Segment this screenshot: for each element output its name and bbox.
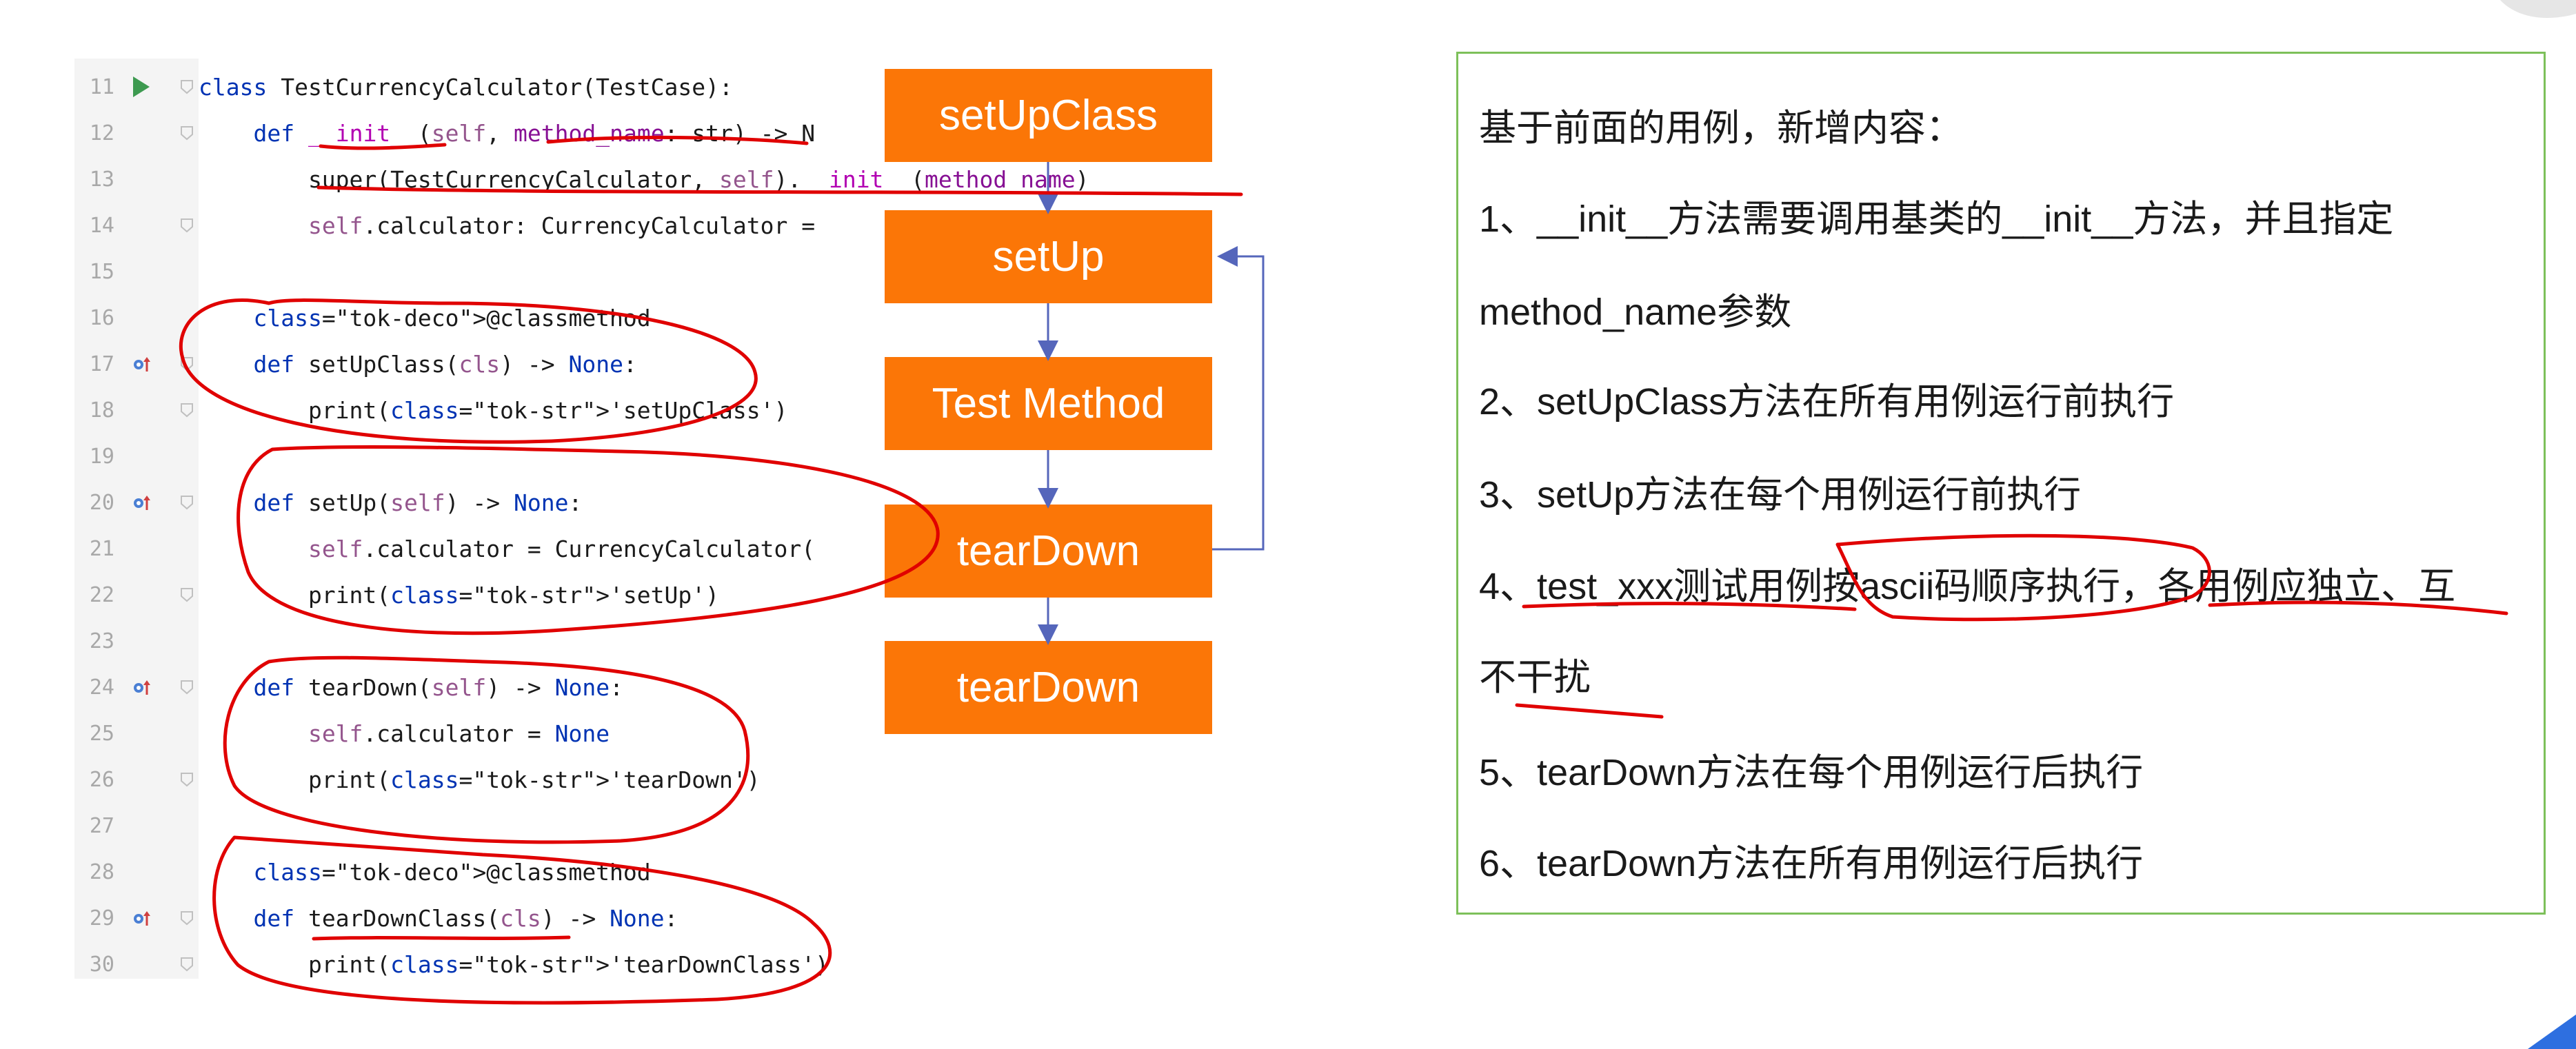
note-heading: 基于前面的用例，新增内容： — [1479, 108, 1963, 149]
line-number: 18 — [89, 398, 114, 422]
code-text: def setUpClass(cls) -> None: — [253, 351, 637, 378]
line-number: 21 — [89, 537, 114, 561]
note-item-1-continued: method_name参数 — [1479, 292, 1792, 333]
code-text: super(TestCurrencyCalculator, self).__in… — [199, 166, 1089, 193]
line-number: 15 — [89, 260, 114, 284]
note-item-1: 1、__init__方法需要调用基类的__init__方法，并且指定 — [1479, 198, 2394, 240]
flow-loop-arrow — [1212, 246, 1265, 551]
fold-marker-icon[interactable] — [179, 79, 194, 94]
code-text: self.calculator = None — [308, 720, 610, 747]
note-item-2: 2、setUpClass方法在所有用例运行前执行 — [1479, 381, 2175, 422]
line-number: 30 — [89, 953, 114, 977]
line-number: 29 — [89, 906, 114, 930]
run-gutter-icon[interactable] — [133, 77, 150, 97]
line-number: 24 — [89, 675, 114, 700]
code-line: 19 — [74, 434, 888, 480]
line-number: 13 — [89, 167, 114, 192]
fold-marker-icon[interactable] — [179, 587, 194, 602]
fold-marker-icon[interactable] — [179, 957, 194, 972]
line-number: 20 — [89, 491, 114, 515]
code-line: 12 def __init__(self, method_name: str) … — [74, 110, 888, 156]
note-item-3: 3、setUp方法在每个用例运行前执行 — [1479, 474, 2082, 516]
code-text: class="tok-deco">@classmethod — [253, 859, 651, 886]
fold-marker-icon[interactable] — [179, 218, 194, 233]
code-line: 26 print(class="tok-str">'tearDown') — [74, 757, 888, 803]
code-line: 21 self.calculator = CurrencyCalculator( — [74, 526, 888, 572]
code-line: 28 class="tok-deco">@classmethod — [74, 849, 888, 895]
note-item-4-continued: 不干扰 — [1479, 657, 1591, 698]
line-number: 22 — [89, 583, 114, 607]
fold-marker-icon[interactable] — [179, 356, 194, 371]
code-line: 29 def tearDownClass(cls) -> None: — [74, 895, 888, 941]
line-number: 26 — [89, 768, 114, 792]
code-line: 16 class="tok-deco">@classmethod — [74, 295, 888, 341]
code-editor: 11 class TestCurrencyCalculator(TestCase)… — [74, 59, 1089, 979]
code-text: def setUp(self) -> None: — [253, 489, 583, 516]
flow-box-test-method: Test Method — [885, 357, 1212, 450]
line-number: 28 — [89, 860, 114, 884]
code-line: 25 self.calculator = None — [74, 711, 888, 757]
corner-swoosh-decoration — [2500, 0, 2576, 19]
editor-gutter — [74, 59, 199, 979]
override-method-icon[interactable] — [132, 355, 152, 374]
code-text: self.calculator: CurrencyCalculator = — [308, 212, 816, 239]
note-item-6: 6、tearDown方法在所有用例运行后执行 — [1479, 843, 2144, 884]
code-line: 18 print(class="tok-str">'setUpClass') — [74, 387, 888, 434]
code-line: 30 print(class="tok-str">'tearDownClass'… — [74, 941, 888, 988]
fold-marker-icon[interactable] — [179, 772, 194, 787]
line-number: 16 — [89, 306, 114, 330]
note-item-5: 5、tearDown方法在每个用例运行后执行 — [1479, 752, 2144, 793]
code-text: self.calculator = CurrencyCalculator( — [308, 536, 816, 562]
code-line: 27 — [74, 803, 888, 849]
code-line: 24 def tearDown(self) -> None: — [74, 664, 888, 711]
code-text: def tearDownClass(cls) -> None: — [253, 905, 678, 932]
code-line: 20 def setUp(self) -> None: — [74, 480, 888, 526]
line-number: 12 — [89, 121, 114, 145]
code-text: class="tok-deco">@classmethod — [253, 305, 651, 332]
flow-box-teardown: tearDown — [885, 505, 1212, 598]
code-line: 23 — [74, 618, 888, 664]
override-method-icon[interactable] — [132, 909, 152, 928]
flow-box-setupclass: setUpClass — [885, 69, 1212, 162]
code-line: 17 def setUpClass(cls) -> None: — [74, 341, 888, 387]
flow-box-teardown-class: tearDown — [885, 641, 1212, 734]
fold-marker-icon[interactable] — [179, 680, 194, 695]
flow-box-setup: setUp — [885, 210, 1212, 303]
override-method-icon[interactable] — [132, 678, 152, 697]
code-text: print(class="tok-str">'setUp') — [199, 582, 719, 609]
fold-marker-icon[interactable] — [179, 495, 194, 510]
line-number: 14 — [89, 214, 114, 238]
line-number: 23 — [89, 629, 114, 653]
code-line: 11 class TestCurrencyCalculator(TestCase)… — [74, 64, 888, 110]
line-number: 11 — [89, 75, 114, 99]
note-item-4: 4、test_xxx测试用例按ascii码顺序执行，各用例应独立、互 — [1479, 566, 2456, 607]
notes-panel: 基于前面的用例，新增内容： 1、__init__方法需要调用基类的__init_… — [1456, 52, 2546, 915]
code-text: print(class="tok-str">'tearDown') — [199, 766, 761, 793]
corner-triangle-decoration — [2528, 1015, 2576, 1049]
code-line: 22 print(class="tok-str">'setUp') — [74, 572, 888, 618]
code-text: def __init__(self, method_name: str) -> … — [253, 120, 816, 147]
code-line: 13 super(TestCurrencyCalculator, self)._… — [74, 156, 1089, 203]
code-text: def tearDown(self) -> None: — [253, 674, 623, 701]
fold-marker-icon[interactable] — [179, 125, 194, 141]
fold-marker-icon[interactable] — [179, 403, 194, 418]
code-text: print(class="tok-str">'tearDownClass') — [199, 951, 829, 978]
override-method-icon[interactable] — [132, 493, 152, 513]
fold-marker-icon[interactable] — [179, 910, 194, 926]
code-line: 14 self.calculator: CurrencyCalculator = — [74, 203, 888, 249]
line-number: 25 — [89, 722, 114, 746]
code-text: class TestCurrencyCalculator(TestCase): — [199, 74, 733, 101]
line-number: 17 — [89, 352, 114, 376]
code-text: print(class="tok-str">'setUpClass') — [199, 397, 788, 424]
line-number: 19 — [89, 445, 114, 469]
code-line: 15 — [74, 249, 888, 295]
line-number: 27 — [89, 814, 114, 838]
